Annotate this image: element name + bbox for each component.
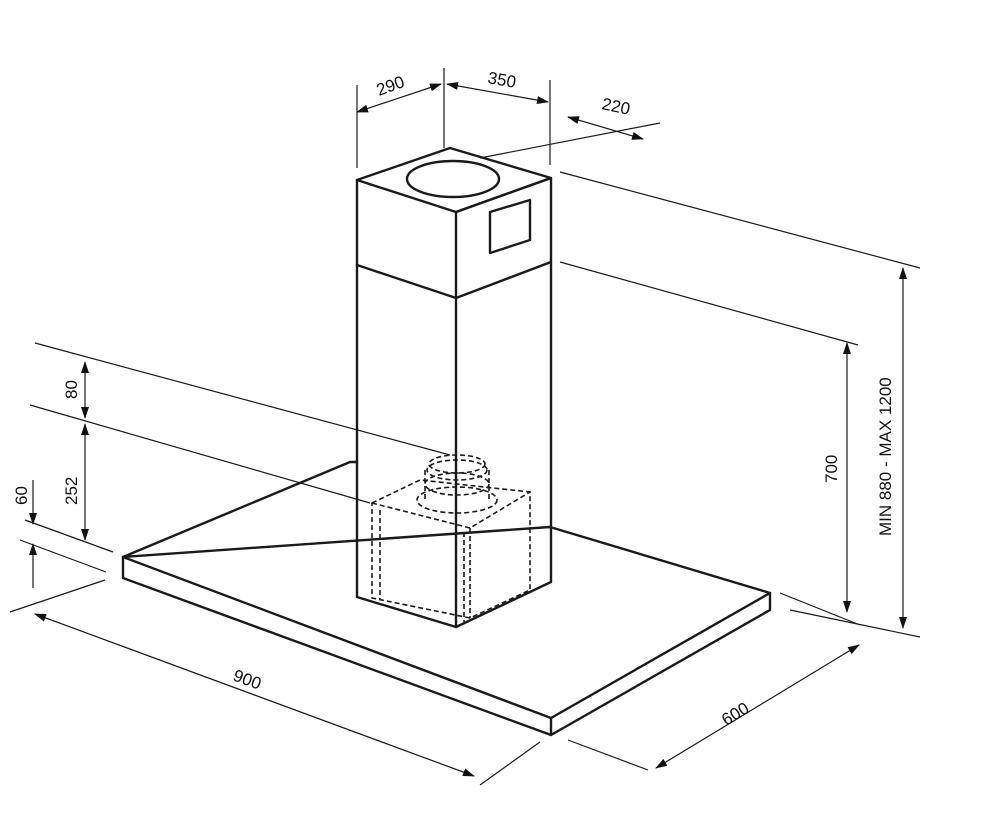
vent-grille xyxy=(488,198,532,255)
canopy xyxy=(121,460,772,737)
outlet-collar xyxy=(405,159,501,199)
dimension-labels: 290 350 220 80 252 60 900 600 700 MIN 88… xyxy=(12,68,895,729)
label-mid-section: 252 xyxy=(62,477,81,505)
label-canopy-width: 900 xyxy=(231,666,264,694)
label-outlet-offset: 220 xyxy=(600,94,632,118)
hidden-motor-unit xyxy=(371,454,531,622)
label-canopy-depth: 600 xyxy=(718,699,752,730)
label-chimney-height: 700 xyxy=(822,455,841,483)
label-chimney-depth: 290 xyxy=(374,72,407,100)
chimney xyxy=(355,146,553,629)
label-top-section: 80 xyxy=(62,380,81,399)
extension-lines xyxy=(9,68,921,786)
dimension-lines xyxy=(29,81,907,777)
label-chimney-width: 350 xyxy=(486,68,517,92)
label-total-height: MIN 880 - MAX 1200 xyxy=(876,377,895,536)
label-canopy-thickness: 60 xyxy=(12,486,31,505)
